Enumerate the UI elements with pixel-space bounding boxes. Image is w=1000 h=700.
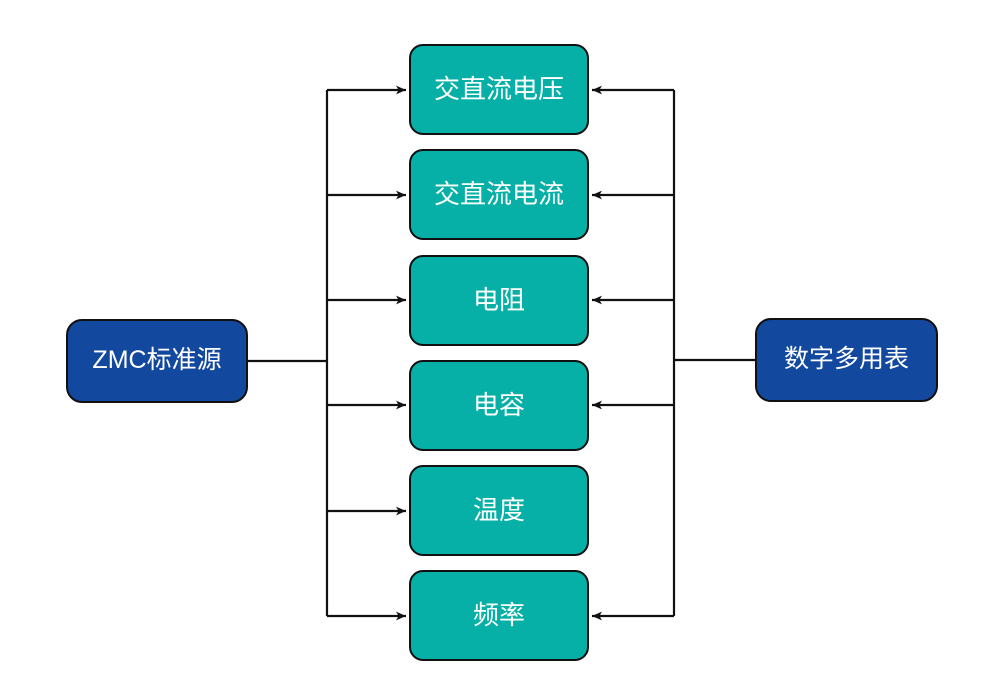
parameter-node-label: 交直流电压 [433,74,564,105]
parameter-node-label: 交直流电流 [433,179,564,210]
parameter-node-ac-dc-current[interactable]: 交直流电流 [409,149,589,240]
parameter-node-ac-dc-voltage[interactable]: 交直流电压 [409,44,589,135]
parameter-node-frequency[interactable]: 频率 [409,570,589,661]
parameter-node-label: 电阻 [472,285,525,316]
parameter-node-label: 频率 [472,600,525,631]
source-node-zmc-standard-source[interactable]: ZMC标准源 [66,319,248,403]
parameter-node-label: 电容 [472,390,525,421]
parameter-node-capacitance[interactable]: 电容 [409,360,589,451]
parameter-node-label: 温度 [472,495,525,526]
parameter-node-temperature[interactable]: 温度 [409,465,589,556]
source-node-label: ZMC标准源 [92,346,222,375]
parameter-node-resistance[interactable]: 电阻 [409,255,589,346]
meter-node-digital-multimeter[interactable]: 数字多用表 [755,318,938,402]
meter-node-label: 数字多用表 [783,345,909,374]
